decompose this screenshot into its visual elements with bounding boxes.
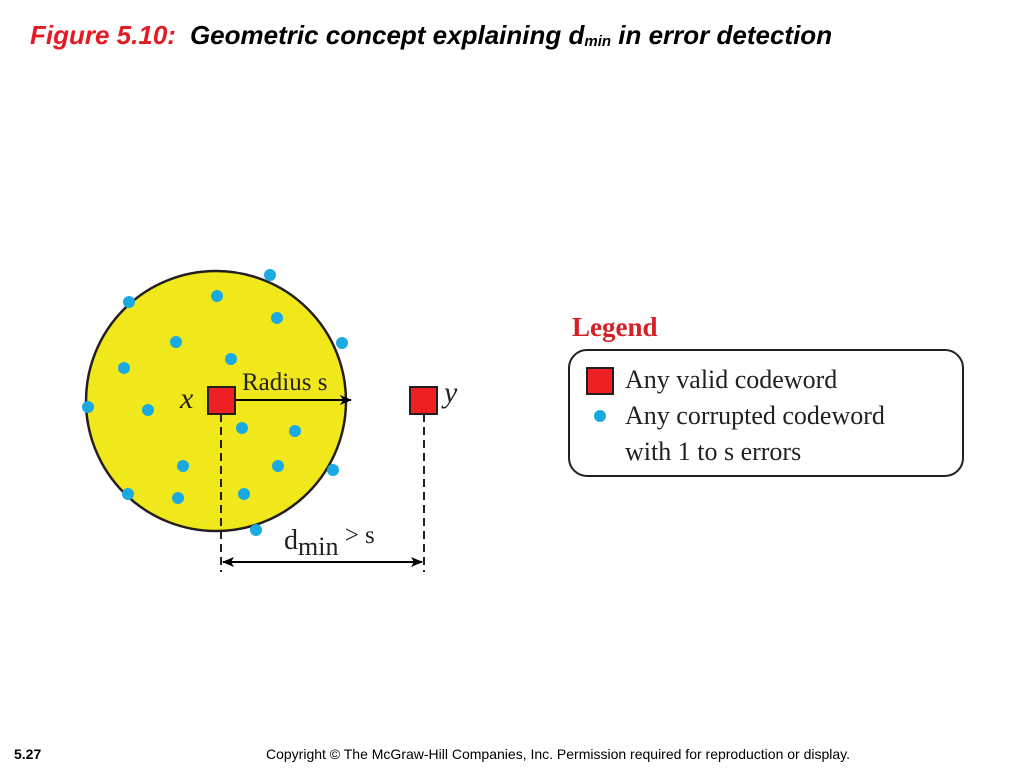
corrupted-codeword-dot: [264, 269, 276, 281]
valid-codeword-x: [207, 386, 236, 415]
corrupted-codeword-dot: [118, 362, 130, 374]
legend-title: Legend: [572, 312, 658, 342]
corrupted-codeword-dot: [142, 404, 154, 416]
figure-label: Figure 5.10:: [30, 20, 176, 50]
dmin-subscript: min: [298, 532, 338, 561]
corrupted-codeword-dot: [225, 353, 237, 365]
corrupted-codeword-dot: [123, 296, 135, 308]
corrupted-codeword-dot: [82, 401, 94, 413]
corrupted-codeword-dot: [211, 290, 223, 302]
legend-corrupted-label-line2: with 1 to s errors: [625, 437, 801, 466]
title-text-end: in error detection: [611, 20, 833, 50]
corrupted-codeword-dot: [271, 312, 283, 324]
corrupted-codewords: [82, 269, 348, 536]
codeword-y-label: y: [441, 376, 458, 409]
corrupted-codeword-dot: [238, 488, 250, 500]
corrupted-codeword-dot: [336, 337, 348, 349]
radius-label: Radius s: [242, 369, 327, 396]
corrupted-codeword-dot: [236, 422, 248, 434]
dmin-comparison: > s: [338, 522, 374, 549]
valid-codeword-y: [409, 386, 438, 415]
corrupted-codeword-dot: [272, 460, 284, 472]
codeword-x-label: x: [179, 382, 194, 415]
slide-number: 5.27: [14, 746, 42, 762]
legend-box: [568, 349, 964, 477]
corrupted-codeword-dot: [250, 524, 262, 536]
legend-valid-label: Any valid codeword: [625, 365, 837, 394]
copyright-notice: Copyright © The McGraw-Hill Companies, I…: [266, 746, 851, 762]
page-title: Figure 5.10: Geometric concept explaining…: [30, 20, 832, 51]
title-subscript: min: [584, 33, 612, 50]
dmin-label: dmin > s: [284, 522, 375, 561]
corrupted-codeword-dot: [122, 488, 134, 500]
legend-valid-swatch: [586, 367, 614, 395]
legend-corrupted-label-line1: Any corrupted codeword: [625, 401, 885, 430]
corrupted-codeword-dot: [327, 464, 339, 476]
dmin-d: d: [284, 525, 298, 556]
legend-corrupted-swatch: [594, 410, 606, 422]
corrupted-codeword-dot: [177, 460, 189, 472]
title-text: Geometric concept explaining d: [189, 20, 585, 50]
corrupted-codeword-dot: [172, 492, 184, 504]
corrupted-codeword-dot: [170, 336, 182, 348]
corrupted-codeword-dot: [289, 425, 301, 437]
